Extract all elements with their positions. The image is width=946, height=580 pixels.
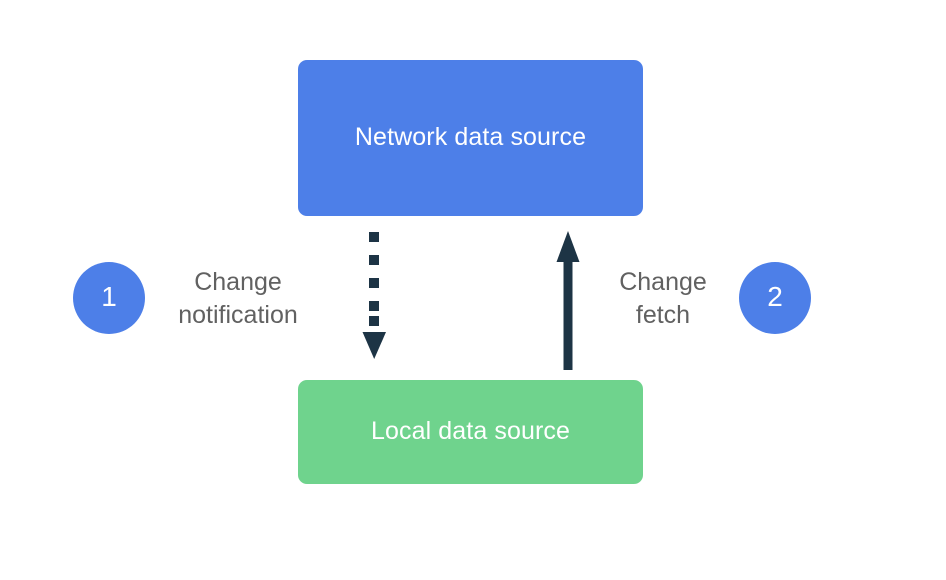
- arrowhead-up-icon: [556, 231, 580, 262]
- node-local-data-source-label: Local data source: [370, 417, 571, 445]
- node-network-data-source[interactable]: Network data source: [298, 60, 643, 216]
- edge-label-change-notification: Change notification: [178, 268, 298, 329]
- arrow-shaft: [563, 250, 573, 370]
- arrowhead-down-icon: [362, 332, 386, 359]
- step-badge-1-number: 1: [101, 280, 117, 312]
- node-local-data-source[interactable]: Local data source: [298, 380, 643, 484]
- arrow-change-fetch: [556, 231, 580, 370]
- dotted-segment: [369, 255, 379, 265]
- step-badge-1[interactable]: 1: [73, 262, 145, 334]
- arrow-change-notification: [362, 232, 386, 359]
- step-badge-2-number: 2: [767, 280, 783, 312]
- dotted-segment: [369, 278, 379, 288]
- dotted-segment: [369, 301, 379, 311]
- node-network-data-source-label: Network data source: [354, 123, 587, 151]
- dotted-segment: [369, 232, 379, 242]
- dotted-segment: [369, 316, 379, 326]
- edge-label-change-fetch: Change fetch: [619, 268, 707, 329]
- step-badge-2[interactable]: 2: [739, 262, 811, 334]
